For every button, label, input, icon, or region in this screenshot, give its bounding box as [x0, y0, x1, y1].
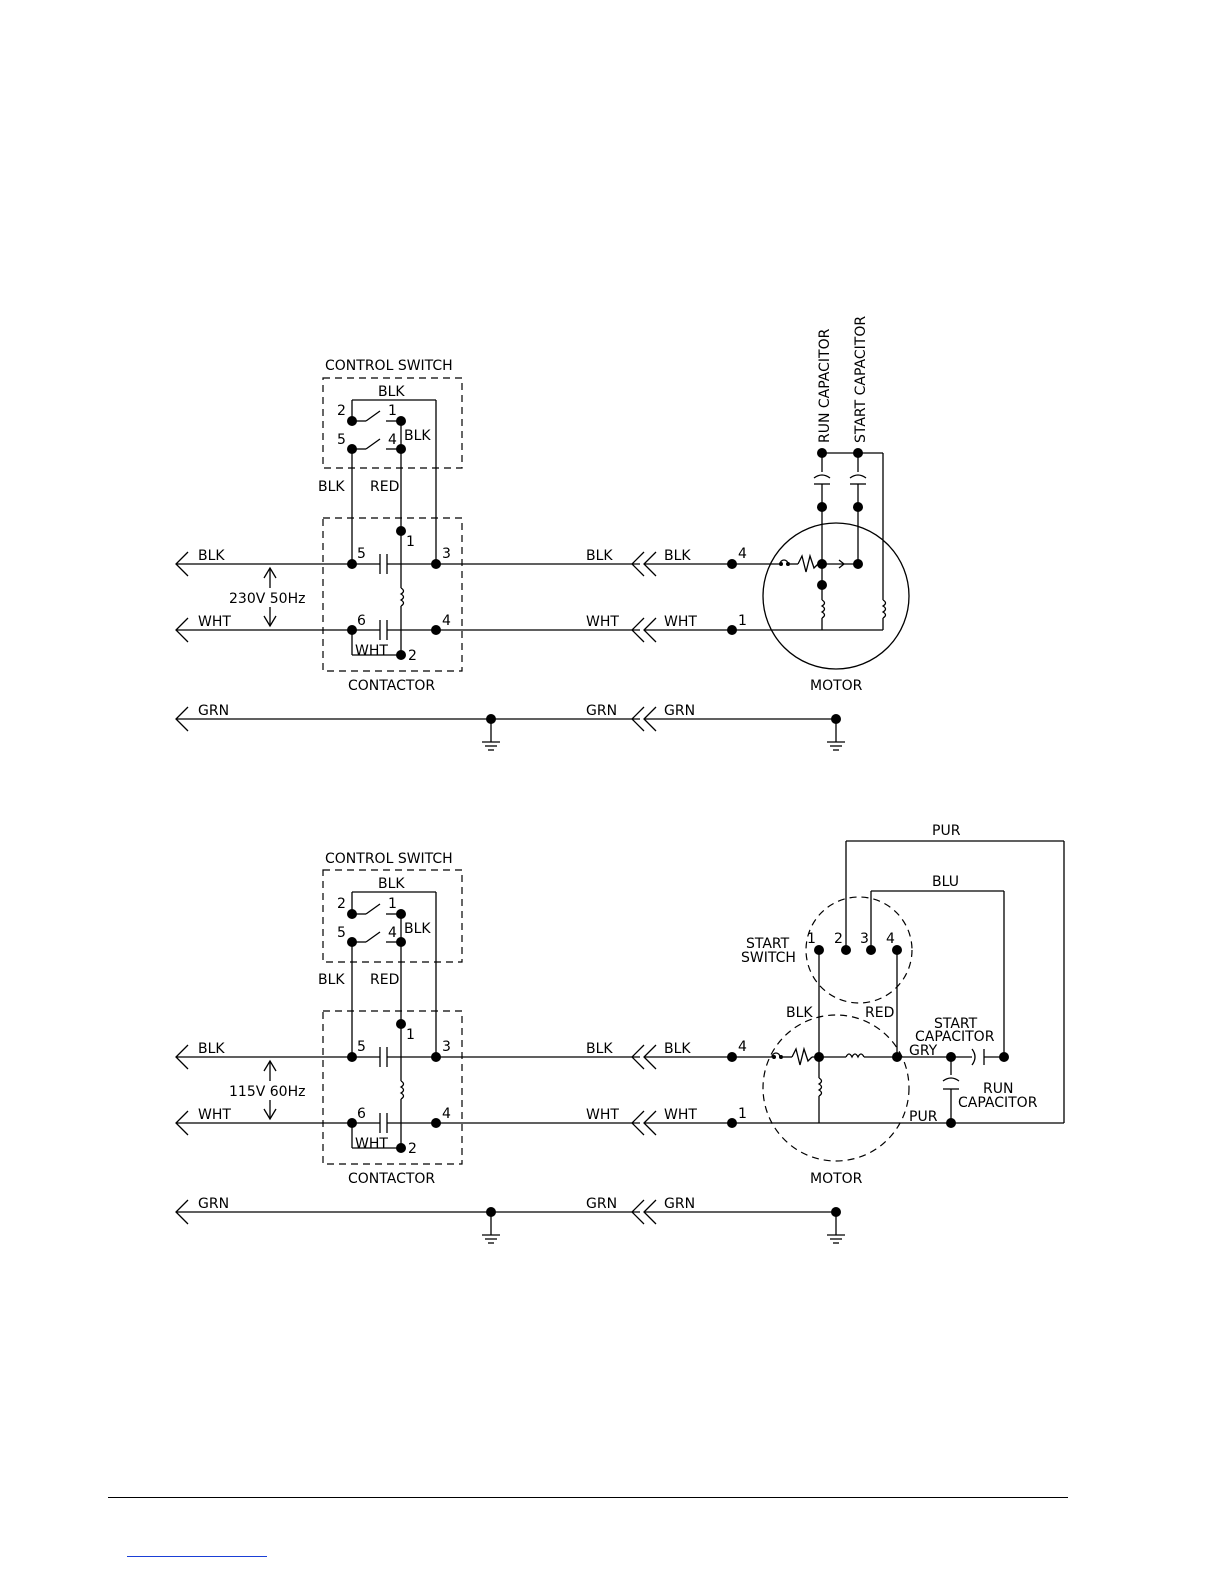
start-switch-pin-3: 3: [860, 931, 869, 947]
contactor: CONTACTOR 1 5 3 6 4 WHT 2: [322, 1010, 463, 1187]
run-wire-l2-label: WHT: [586, 614, 619, 630]
contactor-pin-5: 5: [357, 546, 366, 562]
supply-lines: BLK WHT 115V 60Hz GRN: [175, 1041, 640, 1244]
control-switch-wire-right-label: BLK: [404, 428, 431, 444]
control-switch: CONTROL SWITCH BLK 2 1 5 4 BLK: [322, 358, 463, 469]
start-capacitor-label: START CAPACITOR: [853, 316, 869, 443]
motor-label: MOTOR: [810, 678, 863, 694]
capacitors: RUN CAPACITOR START CAPACITOR: [813, 316, 869, 564]
wire-pur-label: PUR: [909, 1109, 938, 1125]
start-switch-label-line2: SWITCH: [741, 950, 796, 966]
contactor-jumper-label: WHT: [355, 1136, 388, 1152]
motor-pin-1: 1: [738, 613, 747, 629]
supply-lines: BLK WHT 230V 50Hz GRN: [175, 548, 640, 751]
switch-wire-blk-label: BLK: [318, 972, 345, 988]
control-switch-pin-2: 2: [337, 896, 346, 912]
start-switch-pin-2: 2: [834, 931, 843, 947]
wire-pur-top-label: PUR: [932, 823, 961, 839]
start-switch-label-line1: START: [746, 936, 790, 952]
contactor-pin-6: 6: [357, 1106, 366, 1122]
wiring-diagram-230v: CONTROL SWITCH BLK 2 1 5 4 BLK BLK RED: [175, 316, 910, 751]
supply-l2-label: WHT: [198, 614, 231, 630]
control-switch-wire-top-label: BLK: [378, 384, 405, 400]
run-wire-l1-label: BLK: [586, 1041, 613, 1057]
switch-wire-blk-label: BLK: [318, 479, 345, 495]
control-switch-pin-1: 1: [388, 403, 397, 419]
contactor-pin-3: 3: [442, 1039, 451, 1055]
start-switch-pin-1: 1: [807, 931, 816, 947]
wire-red-label: RED: [865, 1005, 894, 1021]
contactor-pin-4: 4: [442, 613, 451, 629]
motor-side-l1-label: BLK: [664, 1041, 691, 1057]
supply-voltage-label: 115V 60Hz: [229, 1084, 305, 1100]
control-switch-pin-2: 2: [337, 403, 346, 419]
contactor-pin-5: 5: [357, 1039, 366, 1055]
contactor-jumper-label: WHT: [355, 643, 388, 659]
control-switch: CONTROL SWITCH BLK 2 1 5 4 BLK: [322, 851, 463, 963]
switch-wire-red-label: RED: [370, 479, 399, 495]
control-switch-title: CONTROL SWITCH: [325, 851, 453, 867]
supply-l1-label: BLK: [198, 1041, 225, 1057]
motor-side-l1-label: BLK: [664, 548, 691, 564]
capacitors: GRY START CAPACITOR PUR RUN CAPACITOR: [897, 1016, 1064, 1128]
supply-l2-label: WHT: [198, 1107, 231, 1123]
control-switch-pin-5: 5: [337, 432, 346, 448]
contactor-title: CONTACTOR: [348, 678, 435, 694]
motor-pin-4: 4: [738, 546, 747, 562]
run-wire-gnd-label: GRN: [586, 1196, 617, 1212]
contactor-pin-1: 1: [406, 1027, 415, 1043]
control-switch-wire-top-label: BLK: [378, 876, 405, 892]
contactor-title: CONTACTOR: [348, 1171, 435, 1187]
run-capacitor-label-line1: RUN: [983, 1081, 1013, 1097]
start-capacitor-label-line1: START: [934, 1016, 978, 1032]
motor-pin-1: 1: [738, 1106, 747, 1122]
motor-label: MOTOR: [810, 1171, 863, 1187]
run-wire-l2-label: WHT: [586, 1107, 619, 1123]
motor-side-l2-label: WHT: [664, 614, 697, 630]
start-switch: START SWITCH 1 2 3 4 PUR BLU: [741, 823, 1065, 1123]
motor-side-gnd-label: GRN: [664, 1196, 695, 1212]
motor: MOTOR: [732, 452, 910, 694]
run-wire-l1-label: BLK: [586, 548, 613, 564]
motor-side-l2-label: WHT: [664, 1107, 697, 1123]
control-switch-pin-4: 4: [388, 432, 397, 448]
start-capacitor-label-line2: CAPACITOR: [915, 1029, 995, 1045]
field-wiring: BLK WHT GRN BLK WHT GRN 4 1: [436, 1039, 845, 1244]
motor-pin-4: 4: [738, 1039, 747, 1055]
supply-voltage-label: 230V 50Hz: [229, 591, 305, 607]
control-switch-pin-4: 4: [388, 925, 397, 941]
wire-blu-label: BLU: [932, 874, 959, 890]
contactor-pin-6: 6: [357, 613, 366, 629]
wire-blk-label: BLK: [786, 1005, 813, 1021]
contactor-pin-1: 1: [406, 534, 415, 550]
contactor-pin-2: 2: [408, 648, 417, 664]
run-capacitor-label: RUN CAPACITOR: [817, 328, 833, 443]
supply-l1-label: BLK: [198, 548, 225, 564]
contactor-pin-3: 3: [442, 546, 451, 562]
control-switch-wire-right-label: BLK: [404, 921, 431, 937]
supply-gnd-label: GRN: [198, 703, 229, 719]
switch-wire-red-label: RED: [370, 972, 399, 988]
contactor-pin-4: 4: [442, 1106, 451, 1122]
wire-gry-label: GRY: [909, 1043, 938, 1059]
run-capacitor-label-line2: CAPACITOR: [958, 1095, 1038, 1111]
run-wire-gnd-label: GRN: [586, 703, 617, 719]
footer-rule: [108, 1497, 1068, 1498]
contactor-pin-2: 2: [408, 1141, 417, 1157]
wiring-diagram-115v: CONTROL SWITCH BLK 2 1 5 4 BLK BLK RED: [175, 823, 1065, 1244]
motor: MOTOR BLK RED: [732, 950, 951, 1187]
control-switch-pin-5: 5: [337, 925, 346, 941]
control-switch-pin-1: 1: [388, 896, 397, 912]
motor-side-gnd-label: GRN: [664, 703, 695, 719]
supply-gnd-label: GRN: [198, 1196, 229, 1212]
control-switch-title: CONTROL SWITCH: [325, 358, 453, 374]
contactor: CONTACTOR 1 5 3 6 4: [322, 517, 463, 694]
start-switch-pin-4: 4: [886, 931, 895, 947]
footer-link-underline[interactable]: [127, 1556, 267, 1557]
